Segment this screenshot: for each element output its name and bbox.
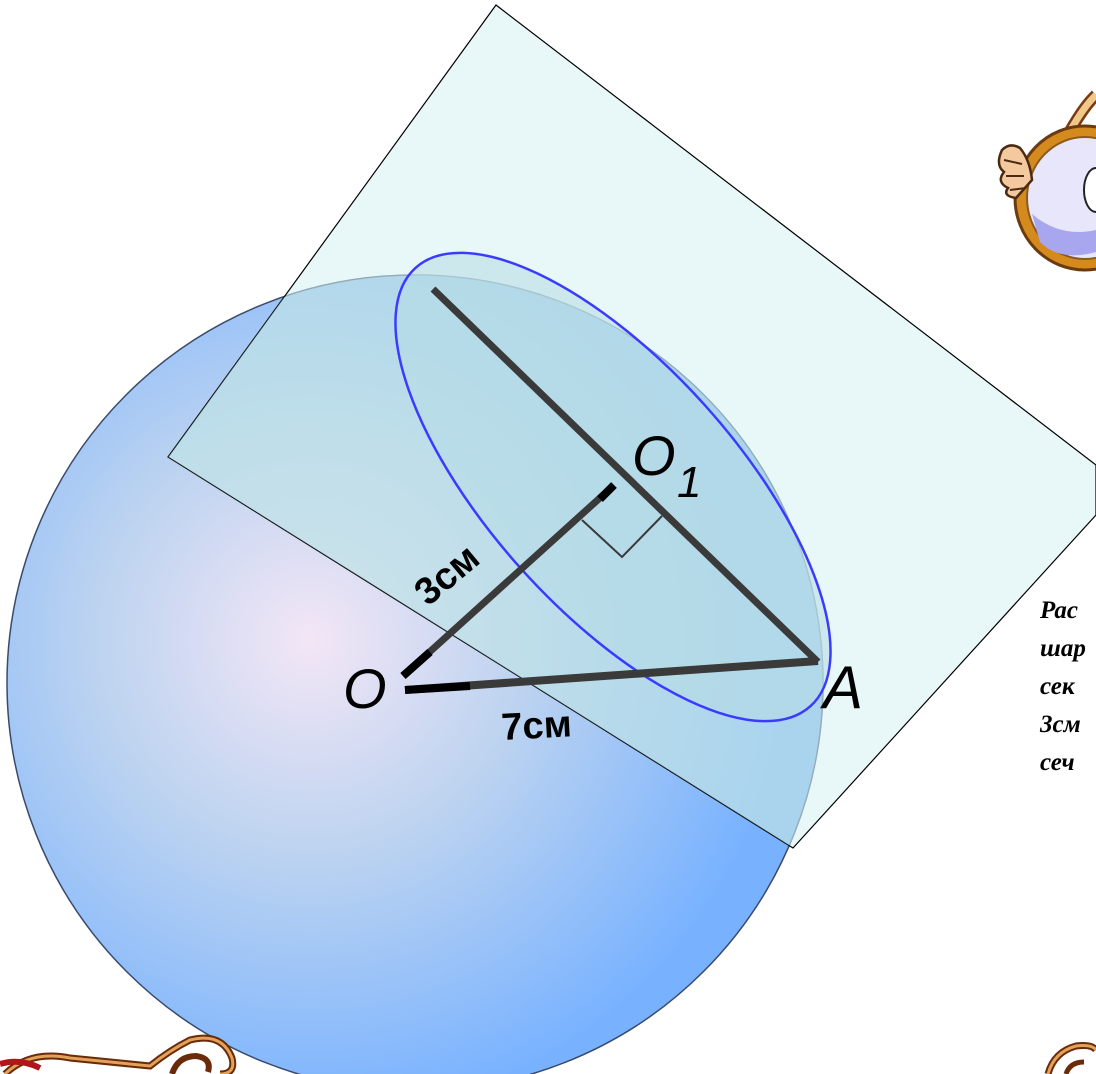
label-o1: O [632, 424, 676, 487]
label-o: O [343, 657, 387, 720]
ornament-icon [1044, 1042, 1096, 1074]
task-line: сек [1040, 673, 1075, 700]
task-line: сеч [1040, 749, 1075, 776]
section-diameter [430, 286, 821, 665]
segment-o-o1-tick [597, 482, 617, 502]
segment-o-o1-end [400, 649, 433, 679]
hand-icon [997, 144, 1034, 200]
label-o1-sub: 1 [677, 458, 701, 507]
magnifier-hand-icon [997, 90, 1096, 272]
task-line: Рас [1040, 597, 1078, 624]
segment-o-o1 [400, 484, 615, 679]
task-line: шар [1040, 635, 1086, 662]
label-a: A [820, 654, 863, 721]
ornament-icon [0, 1034, 237, 1074]
segment-o-a-end [404, 682, 471, 694]
task-line: 3см [1040, 711, 1081, 738]
label-radius: 7см [500, 703, 572, 749]
right-angle-mark [581, 515, 663, 559]
task-text: Рас шар сек 3см сеч [1040, 592, 1096, 782]
segment-o-a [404, 657, 819, 694]
